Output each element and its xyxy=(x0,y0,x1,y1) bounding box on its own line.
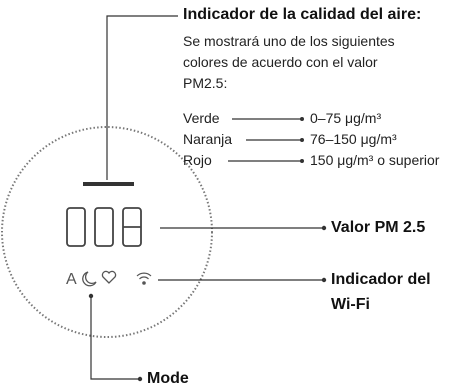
pm-digits xyxy=(66,207,142,247)
legend-naranja-range: 76–150 μg/m³ xyxy=(310,131,397,147)
legend-naranja-label: Naranja xyxy=(183,131,233,147)
mode-label: Mode xyxy=(147,370,189,387)
wifi-label-line2: Wi-Fi xyxy=(331,296,370,313)
air-quality-leader-line xyxy=(106,15,178,180)
pm-value-label: Valor PM 2.5 xyxy=(331,219,426,236)
auto-mode-icon: A xyxy=(66,271,77,288)
digit-0-b xyxy=(94,207,114,247)
device-outline xyxy=(1,126,213,338)
heart-icon xyxy=(101,270,117,284)
air-quality-title: Indicador de la calidad del aire: xyxy=(183,6,422,23)
mode-leader-line xyxy=(90,296,140,380)
legend-rojo-label: Rojo xyxy=(183,152,212,168)
moon-icon xyxy=(82,271,97,287)
digit-0-a xyxy=(66,207,86,247)
legend-verde-label: Verde xyxy=(183,110,220,126)
air-quality-desc-3: PM2.5: xyxy=(183,75,228,91)
legend-rojo-range: 150 μg/m³ o superior xyxy=(310,152,440,168)
air-quality-desc-2: colores de acuerdo con el valor xyxy=(183,54,378,70)
air-quality-indicator-bar xyxy=(83,182,134,186)
legend-verde-range: 0–75 μg/m³ xyxy=(310,110,382,126)
wifi-icon xyxy=(136,272,152,285)
air-quality-desc-1: Se mostrará uno de los siguientes xyxy=(183,33,395,49)
legend-lines xyxy=(228,118,302,162)
wifi-label-line1: Indicador del xyxy=(331,271,431,288)
